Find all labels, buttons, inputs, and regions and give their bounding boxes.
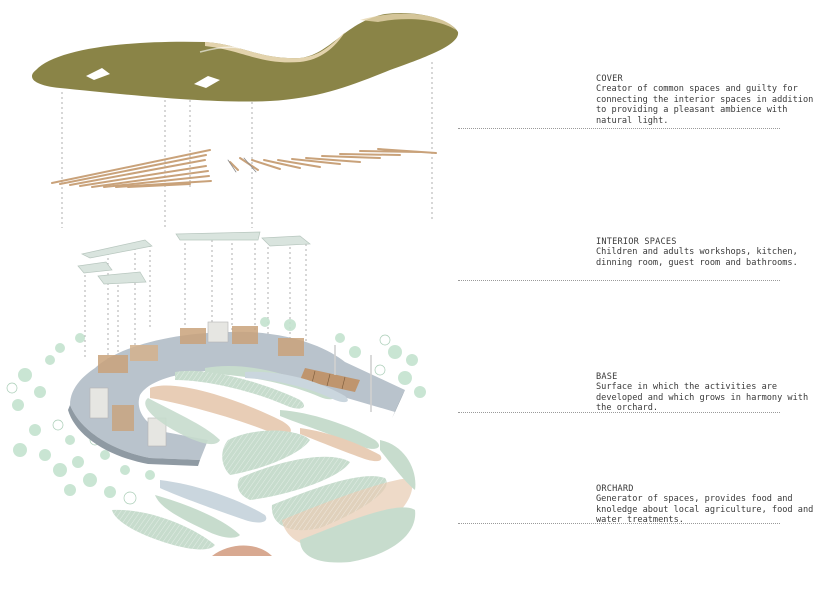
cover-roof bbox=[31, 12, 459, 102]
layer-label-interior-spaces: INTERIOR SPACES Children and adults work… bbox=[596, 237, 828, 268]
foliage bbox=[12, 317, 426, 498]
layer-label-orchard: ORCHARD Generator of spaces, provides fo… bbox=[596, 484, 828, 526]
orchard-texture bbox=[112, 370, 387, 550]
layer-title: ORCHARD bbox=[596, 484, 634, 494]
projection-lines bbox=[61, 62, 433, 360]
label-divider bbox=[458, 128, 780, 129]
interior-roof-slabs bbox=[77, 231, 311, 285]
layer-title: BASE bbox=[596, 372, 618, 382]
label-divider bbox=[458, 412, 780, 413]
columns bbox=[334, 345, 372, 412]
layer-description: Surface in which the activities are deve… bbox=[596, 382, 809, 414]
layer-description: Creator of common spaces and guilty for … bbox=[596, 84, 814, 126]
layer-description: Children and adults workshops, kitchen, … bbox=[596, 247, 798, 268]
label-divider bbox=[458, 523, 780, 524]
interior-rooms bbox=[89, 321, 360, 447]
layer-label-cover: COVER Creator of common spaces and guilt… bbox=[596, 74, 828, 126]
layer-title: COVER bbox=[596, 74, 623, 84]
cover-timber-lamellas bbox=[51, 148, 437, 188]
label-divider bbox=[458, 280, 780, 281]
layer-label-base: BASE Surface in which the activities are… bbox=[596, 372, 828, 414]
layer-description: Generator of spaces, provides food and k… bbox=[596, 494, 814, 526]
layer-title: INTERIOR SPACES bbox=[596, 237, 677, 247]
